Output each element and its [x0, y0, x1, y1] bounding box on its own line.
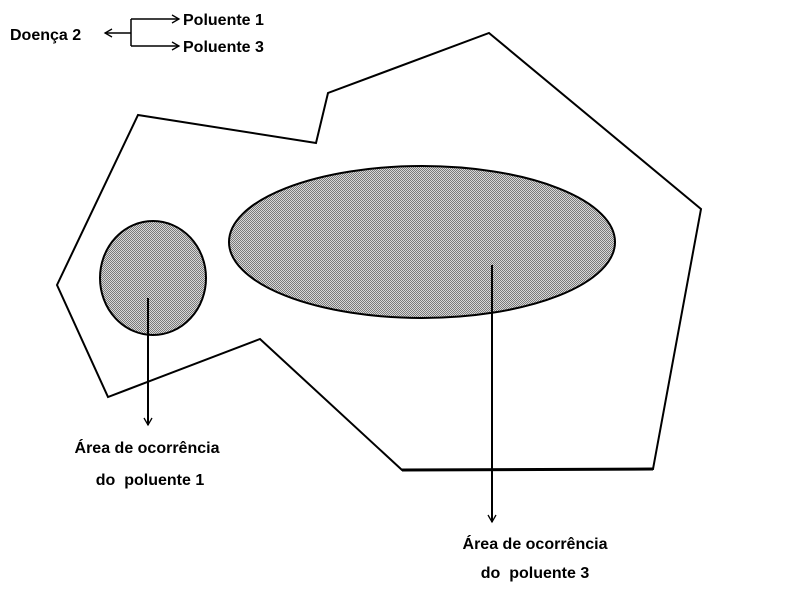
pollutant-1-caption-line1: Área de ocorrência: [75, 438, 220, 457]
region-bottom-edge: [401, 467, 654, 472]
legend-pollutant-1-label: Poluente 1: [183, 12, 264, 29]
pollutant-1-area: [99, 220, 207, 336]
pollutant-3-area: [228, 165, 616, 319]
legend-pollutant-3-label: Poluente 3: [183, 39, 264, 56]
pollutant-3-caption-line2: do poluente 3: [481, 565, 590, 582]
region-outline: [55, 31, 703, 472]
pollutant-3-caption-line1: Área de ocorrência: [463, 534, 608, 553]
legend-disease-label: Doença 2: [10, 27, 81, 44]
pollutant-1-caption-line2: do poluente 1: [96, 472, 205, 489]
